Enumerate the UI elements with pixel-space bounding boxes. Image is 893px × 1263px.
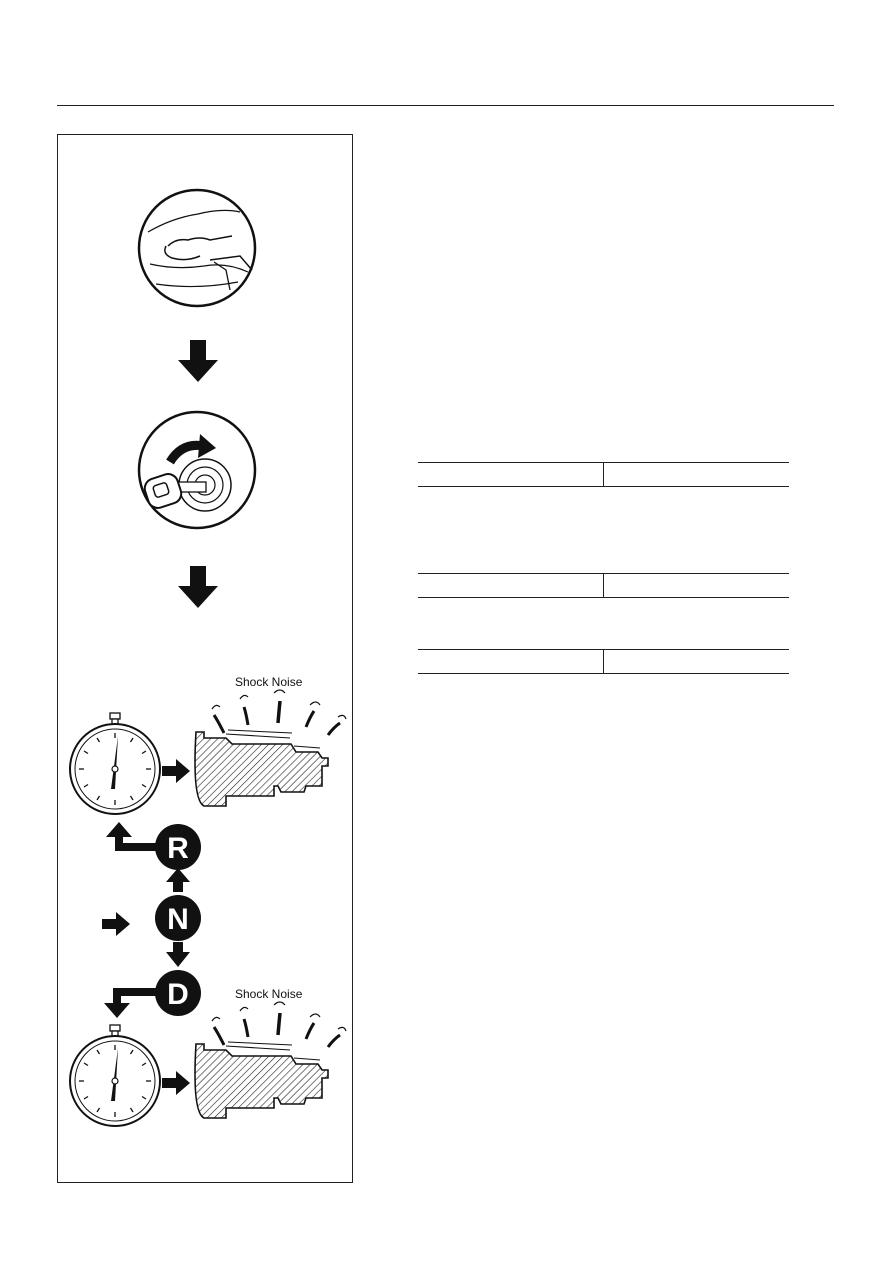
arrow-right-icon	[162, 1071, 190, 1095]
spec-table	[418, 649, 789, 674]
spec-table	[418, 462, 789, 487]
spec-cell	[603, 463, 789, 486]
spec-table	[418, 573, 789, 598]
transmission-housing-illustration	[194, 729, 329, 807]
gear-n-letter: N	[167, 903, 189, 936]
spec-cell	[603, 574, 789, 597]
spec-cell	[418, 650, 603, 673]
spec-cell	[603, 650, 789, 673]
gear-d-letter: D	[167, 978, 189, 1011]
ignition-key-turn-illustration	[137, 410, 257, 530]
noise-lines-icon	[210, 1000, 348, 1049]
header-rule	[57, 105, 834, 106]
shock-noise-caption: Shock Noise	[235, 675, 303, 689]
transmission-housing-illustration	[194, 1041, 329, 1119]
gear-r-letter: R	[167, 832, 189, 865]
arrow-down-icon	[178, 340, 218, 382]
arrow-down-icon	[178, 566, 218, 608]
arrow-down-icon	[104, 1003, 130, 1018]
spec-cell	[418, 463, 603, 486]
arrow-up-icon	[166, 868, 190, 892]
stopwatch-icon	[69, 1024, 161, 1127]
arrow-up-icon	[106, 822, 132, 837]
gear-d-badge	[155, 970, 201, 1016]
figure-panel	[57, 134, 353, 1183]
spec-cell	[418, 574, 603, 597]
arrow-right-icon	[162, 759, 190, 783]
stopwatch-icon	[69, 712, 161, 815]
hand-on-parking-brake-illustration	[137, 188, 257, 308]
gear-n-badge	[155, 895, 201, 941]
arrow-to-stopwatch-icon	[113, 988, 158, 1004]
noise-lines-icon	[210, 688, 348, 737]
arrow-right-icon	[102, 912, 130, 936]
gear-r-badge	[155, 824, 201, 870]
shock-noise-caption: Shock Noise	[235, 987, 303, 1001]
arrow-down-icon	[166, 942, 190, 967]
